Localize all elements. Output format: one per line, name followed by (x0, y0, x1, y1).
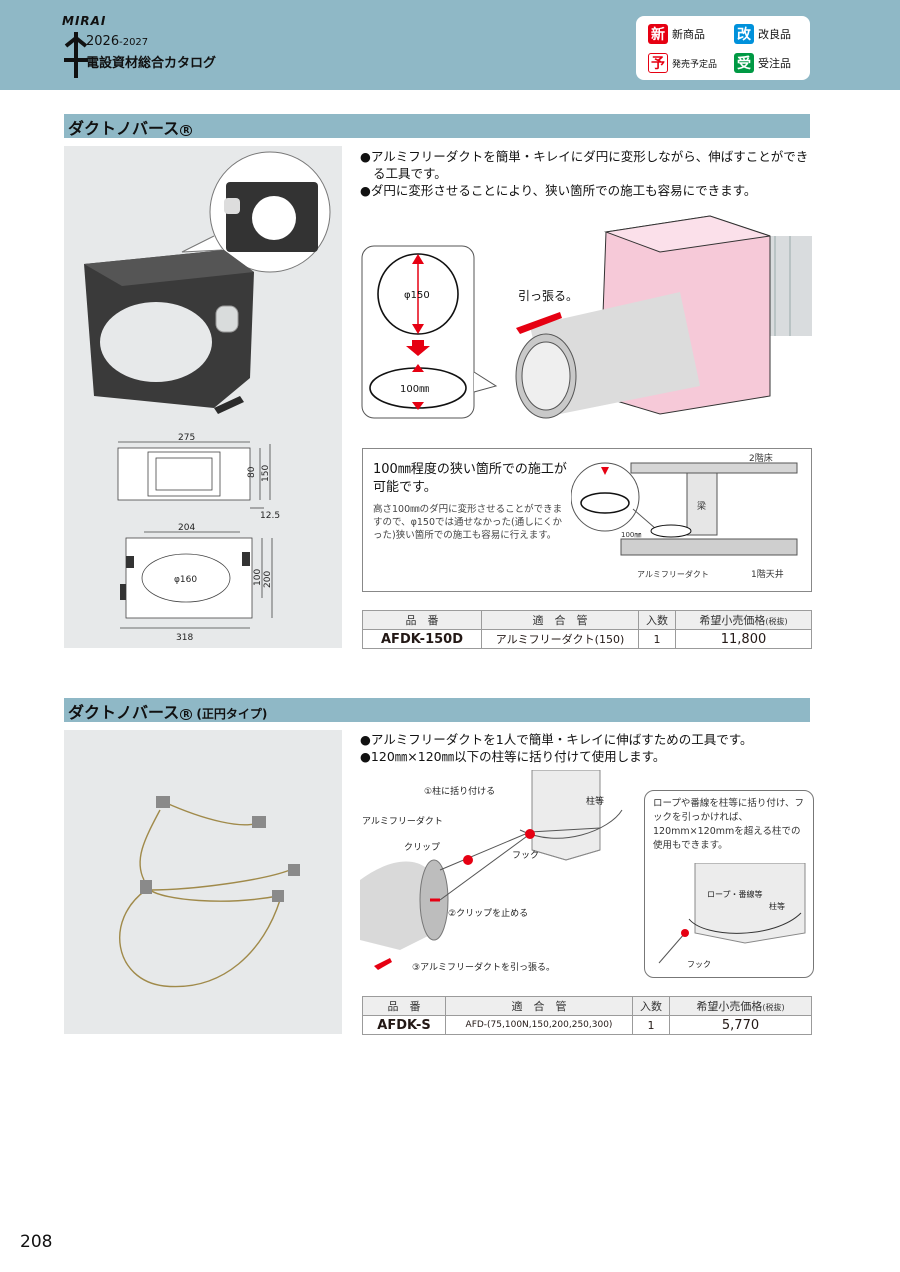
narrow-space-box: 100㎜程度の狭い箇所での施工が可能です。 高さ100㎜のダ円に変形させることが… (362, 448, 812, 592)
dimension-drawing: 275 80 150 12.5 204 φ160 100 200 318 (117, 433, 280, 643)
wire-tool-product-image (119, 796, 300, 988)
usage-illustration: φ150 100㎜ 引っ張る。 (361, 215, 812, 419)
col-price: 希望小売価格(税抜) (669, 996, 812, 1016)
section1-bullet-2: ●ダ円に変形させることにより、狭い箇所での施工も容易にできます。 (360, 183, 757, 198)
catalog-year: 2026-2027 (86, 34, 149, 49)
pillar-label: 柱等 (586, 795, 604, 807)
table-row: AFDK-S AFD-(75,100N,150,200,250,300) 1 5… (362, 1015, 812, 1035)
col-qty: 入数 (638, 610, 676, 630)
label-duct: アルミフリーダクト (637, 569, 709, 579)
step1-label: ①柱に括り付ける (424, 785, 495, 797)
label-beam: 梁 (697, 500, 706, 512)
new-badge-icon: 新 (648, 24, 668, 44)
note-text: ロープや番線を柱等に括り付け、フックを引っかければ、120mm×120mmを超え… (653, 798, 804, 851)
oval-size-label: 100㎜ (400, 384, 429, 395)
pull-label: 引っ張る。 (518, 289, 578, 303)
dim-150: 150 (261, 465, 271, 482)
note-hook-label: フック (687, 960, 711, 969)
col-code: 品 番 (362, 610, 482, 630)
narrow-space-diagram: 2階床 梁 100㎜ アルミフリーダクト 1階天井 (571, 453, 798, 580)
narrow-space-heading: 100㎜程度の狭い箇所での施工が可能です。 (373, 462, 567, 495)
col-code: 品 番 (362, 996, 446, 1016)
col-pipe: 適 合 管 (481, 610, 639, 630)
note-rope-label: ロープ・番線等 (707, 889, 763, 899)
section2-product-panel (64, 730, 342, 1034)
legend-improved: 改改良品 (734, 24, 791, 44)
section2-spec-table: 品 番 適 合 管 入数 希望小売価格(税抜) AFDK-S AFD-(75,1… (362, 996, 812, 1035)
brand-logo: MIRAI (62, 14, 107, 28)
duct-novas-product-image (84, 151, 331, 414)
upcoming-badge-icon: 予 (648, 53, 668, 73)
catalog-title: 電設資材総合カタログ (86, 56, 217, 71)
section2-bullet-1: ●アルミフリーダクトを1人で簡単・キレイに伸ばすための工具です。 (360, 732, 753, 747)
legend-order: 受受注品 (734, 53, 791, 73)
hook-label: フック (512, 850, 539, 861)
label-ceiling1: 1階天井 (751, 568, 784, 580)
label-floor2: 2階床 (749, 453, 773, 464)
note-pillar-label: 柱等 (769, 901, 785, 911)
dim-204: 204 (178, 523, 195, 533)
label-gap: 100㎜ (621, 531, 641, 539)
section1-spec-table: 品 番 適 合 管 入数 希望小売価格(税抜) AFDK-150D アルミフリー… (362, 610, 812, 649)
dim-80: 80 (247, 466, 257, 478)
section1-bullets: ●アルミフリーダクトを簡単・キレイにダ円に変形しながら、伸ばすことができる工具で… (360, 148, 812, 199)
col-pipe: 適 合 管 (445, 996, 633, 1016)
section2-usage-diagram: ①柱に括り付ける ②クリップを止める ③アルミフリーダクトを引っ張る。 アルミフ… (360, 770, 623, 973)
duct-label: アルミフリーダクト (362, 815, 443, 827)
step3-label: ③アルミフリーダクトを引っ張る。 (412, 961, 555, 973)
dim-275: 275 (178, 433, 195, 443)
section1-bullet-1: ●アルミフリーダクトを簡単・キレイにダ円に変形しながら、伸ばすことができる工具で… (360, 149, 809, 181)
col-price: 希望小売価格(税抜) (675, 610, 812, 630)
table-row: AFDK-150D アルミフリーダクト(150) 1 11,800 (362, 629, 812, 649)
clip-label: クリップ (404, 842, 440, 853)
improved-badge-icon: 改 (734, 24, 754, 44)
dim-200: 200 (263, 571, 273, 588)
circle-size-label: φ150 (404, 290, 430, 301)
section2-bullets: ●アルミフリーダクトを1人で簡単・キレイに伸ばすための工具です。 ●120㎜×1… (360, 731, 812, 765)
step2-label: ②クリップを止める (448, 907, 528, 919)
narrow-space-text: 高さ100㎜のダ円に変形させることができますので、φ150では通せなかった(通し… (373, 504, 563, 541)
dim-12-5: 12.5 (260, 511, 280, 521)
mirai-logo-icon (64, 32, 88, 78)
section2-bullet-2: ●120㎜×120㎜以下の柱等に括り付けて使用します。 (360, 749, 666, 764)
legend-box: 新新商品 改改良品 予発売予定品 受受注品 (636, 16, 810, 80)
col-qty: 入数 (632, 996, 670, 1016)
note-diagram: ロープ・番線等 柱等 フック (658, 863, 806, 969)
dim-100: 100 (253, 569, 263, 586)
dim-phi160: φ160 (174, 575, 197, 585)
legend-new: 新新商品 (648, 24, 705, 44)
section1-product-panel: 275 80 150 12.5 204 φ160 100 200 318 (64, 146, 342, 648)
dim-318: 318 (176, 633, 193, 643)
order-badge-icon: 受 (734, 53, 754, 73)
note-box: ロープや番線を柱等に括り付け、フックを引っかければ、120mm×120mmを超え… (644, 790, 814, 978)
page-number: 208 (20, 1232, 53, 1252)
legend-upcoming: 予発売予定品 (648, 53, 717, 73)
